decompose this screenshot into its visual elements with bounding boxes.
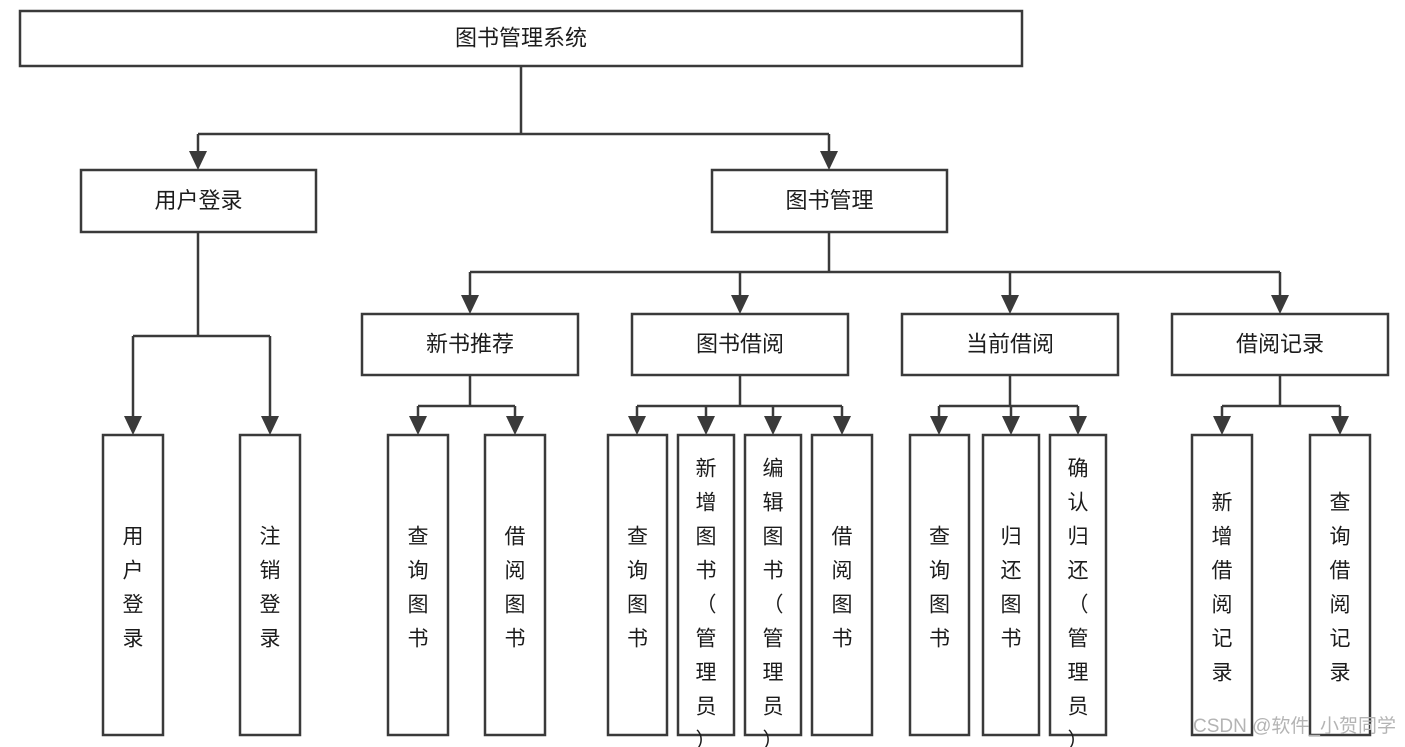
arrow-head-icon <box>628 416 646 435</box>
arrow-head-icon <box>124 416 142 435</box>
connector-userlogin-to-leaves <box>124 232 279 435</box>
node-label-current-borrow: 当前借阅 <box>966 331 1054 356</box>
arrow-head-icon <box>731 295 749 314</box>
connector-root-to-level2 <box>189 66 838 170</box>
node-label-user-login-leaf: 用户登录 <box>123 526 144 651</box>
node-box-borrow-record[interactable] <box>1170 312 1390 377</box>
node-label-root: 图书管理系统 <box>455 25 587 50</box>
node-query-book-2[interactable]: 查询图书 <box>606 433 669 737</box>
node-box-user-logout-leaf[interactable] <box>238 433 302 737</box>
node-label-user-login: 用户登录 <box>154 188 242 213</box>
node-label-query-book-2: 查询图书 <box>627 526 648 651</box>
node-label-query-borrow-record: 查询借阅记录 <box>1330 492 1351 685</box>
arrow-head-icon <box>697 416 715 435</box>
arrow-head-icon <box>833 416 851 435</box>
arrow-head-icon <box>1001 295 1019 314</box>
node-label-add-book-admin: 新增图书（管理员） <box>696 458 717 747</box>
node-book-manage[interactable]: 图书管理 <box>710 168 949 234</box>
node-return-book[interactable]: 归还图书 <box>981 433 1041 737</box>
node-box-query-book-3[interactable] <box>908 433 971 737</box>
node-root[interactable]: 图书管理系统 <box>18 9 1024 68</box>
node-label-query-book-1: 查询图书 <box>408 526 429 651</box>
arrow-head-icon <box>506 416 524 435</box>
node-label-borrow-record: 借阅记录 <box>1236 331 1324 356</box>
connector-bookborrow-to-leaves <box>628 375 851 435</box>
node-box-root[interactable] <box>18 9 1024 68</box>
node-box-current-borrow[interactable] <box>900 312 1120 377</box>
node-user-logout-leaf[interactable]: 注销登录 <box>238 433 302 737</box>
connector-bookmanage-to-level3 <box>461 232 1289 314</box>
node-box-confirm-return-admin[interactable] <box>1048 433 1108 737</box>
node-user-login[interactable]: 用户登录 <box>79 168 318 234</box>
node-label-user-logout-leaf: 注销登录 <box>260 526 281 651</box>
node-new-book-rec[interactable]: 新书推荐 <box>360 312 580 377</box>
node-query-book-3[interactable]: 查询图书 <box>908 433 971 737</box>
node-label-edit-book-admin: 编辑图书（管理员） <box>763 458 784 747</box>
arrow-head-icon <box>189 151 207 170</box>
node-borrow-book-2[interactable]: 借阅图书 <box>810 433 874 737</box>
node-label-return-book: 归还图书 <box>1001 526 1022 651</box>
arrow-head-icon <box>461 295 479 314</box>
node-query-borrow-record[interactable]: 查询借阅记录 <box>1308 433 1372 737</box>
arrow-head-icon <box>1069 416 1087 435</box>
watermark-label: CSDN @软件_小贺同学 <box>1193 715 1396 737</box>
connector-newbookrec-to-leaves <box>409 375 524 435</box>
arrow-head-icon <box>1213 416 1231 435</box>
node-add-book-admin[interactable]: 新增图书（管理员） <box>676 433 736 747</box>
node-current-borrow[interactable]: 当前借阅 <box>900 312 1120 377</box>
arrow-head-icon <box>261 416 279 435</box>
node-edit-book-admin[interactable]: 编辑图书（管理员） <box>743 433 803 747</box>
node-box-borrow-book-2[interactable] <box>810 433 874 737</box>
connector-currentborrow-to-leaves <box>930 375 1087 435</box>
node-label-confirm-return-admin: 确认归还（管理员） <box>1068 458 1089 747</box>
node-box-query-borrow-record[interactable] <box>1308 433 1372 737</box>
node-label-query-book-3: 查询图书 <box>929 526 950 651</box>
node-box-query-book-2[interactable] <box>606 433 669 737</box>
node-label-book-borrow: 图书借阅 <box>696 331 784 356</box>
node-user-login-leaf[interactable]: 用户登录 <box>101 433 165 737</box>
node-label-book-manage: 图书管理 <box>785 188 873 213</box>
node-label-borrow-book-2: 借阅图书 <box>832 526 853 651</box>
arrow-head-icon <box>409 416 427 435</box>
node-confirm-return-admin[interactable]: 确认归还（管理员） <box>1048 433 1108 747</box>
node-query-book-1[interactable]: 查询图书 <box>386 433 450 737</box>
node-box-add-book-admin[interactable] <box>676 433 736 737</box>
node-box-borrow-book-1[interactable] <box>483 433 547 737</box>
arrow-head-icon <box>1271 295 1289 314</box>
arrow-head-icon <box>820 151 838 170</box>
node-box-user-login[interactable] <box>79 168 318 234</box>
node-borrow-record[interactable]: 借阅记录 <box>1170 312 1390 377</box>
node-box-query-book-1[interactable] <box>386 433 450 737</box>
node-box-user-login-leaf[interactable] <box>101 433 165 737</box>
node-label-borrow-book-1: 借阅图书 <box>505 526 526 651</box>
node-book-borrow[interactable]: 图书借阅 <box>630 312 850 377</box>
node-label-new-book-rec: 新书推荐 <box>426 331 514 356</box>
node-box-book-borrow[interactable] <box>630 312 850 377</box>
arrow-head-icon <box>1331 416 1349 435</box>
node-add-borrow-record[interactable]: 新增借阅记录 <box>1190 433 1254 737</box>
node-borrow-book-1[interactable]: 借阅图书 <box>483 433 547 737</box>
node-box-add-borrow-record[interactable] <box>1190 433 1254 737</box>
arrow-head-icon <box>764 416 782 435</box>
arrow-head-icon <box>1002 416 1020 435</box>
node-label-add-borrow-record: 新增借阅记录 <box>1212 492 1233 685</box>
node-box-return-book[interactable] <box>981 433 1041 737</box>
node-box-new-book-rec[interactable] <box>360 312 580 377</box>
node-box-book-manage[interactable] <box>710 168 949 234</box>
node-box-edit-book-admin[interactable] <box>743 433 803 737</box>
connector-borrowrecord-to-leaves <box>1213 375 1349 435</box>
arrow-head-icon <box>930 416 948 435</box>
